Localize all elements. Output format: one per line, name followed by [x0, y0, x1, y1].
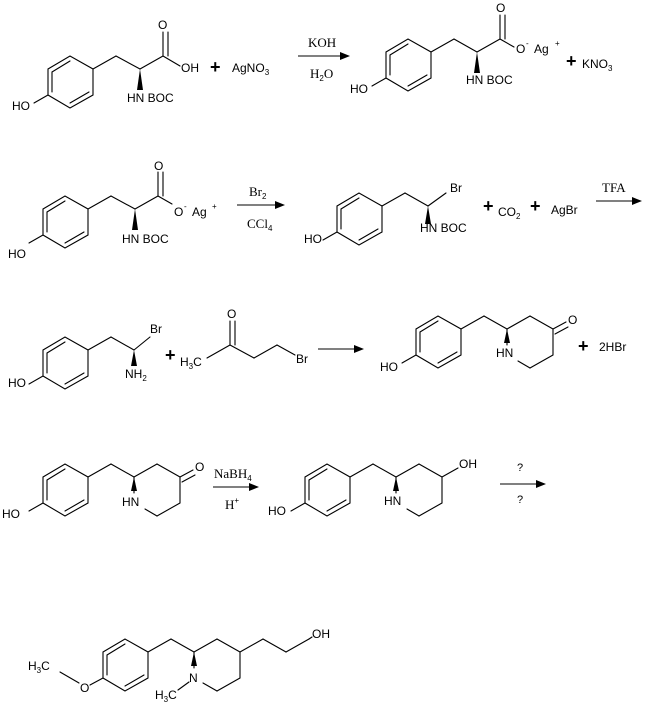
label-hn-boc: HN BOC [127, 91, 174, 105]
svg-text:-: - [184, 202, 187, 211]
arrow-unknown: ? ? [500, 462, 546, 506]
piperidinol-product: HO HN OH [268, 457, 477, 518]
svg-text:Br: Br [450, 181, 462, 195]
svg-text:CCl4: CCl4 [247, 216, 273, 233]
svg-text:+: + [165, 345, 176, 365]
svg-text:Br: Br [296, 352, 308, 366]
boc-bromo-amine: HO Br HN BOC [304, 181, 467, 246]
svg-text:HO: HO [8, 247, 26, 261]
product-kno3: KNO3 [582, 57, 613, 73]
boc-tyrosine: HO O OH HN BOC [12, 18, 199, 113]
svg-text:HN: HN [496, 346, 513, 360]
svg-text:+: + [578, 336, 589, 356]
svg-text:HN BOC: HN BOC [122, 232, 169, 246]
svg-text:H+: H+ [225, 496, 239, 512]
svg-text:NaBH4: NaBH4 [214, 466, 252, 483]
svg-text:OH: OH [459, 457, 477, 471]
svg-text:H3C: H3C [180, 355, 202, 371]
svg-text:O: O [80, 681, 89, 695]
reagent-h2o: H2O [310, 66, 333, 83]
svg-text:HO: HO [8, 376, 26, 390]
target-molecule: O H3C N H3C OH [28, 627, 330, 704]
reagent-koh: KOH [308, 35, 336, 50]
svg-text:NH2: NH2 [125, 367, 147, 383]
svg-text:O: O [568, 313, 577, 327]
arrow-2: Br2 CCl4 [237, 184, 285, 233]
byproduct-co2: CO2 [498, 205, 521, 221]
svg-text:O: O [227, 307, 236, 321]
svg-text:O: O [174, 205, 183, 219]
byproduct-agbr: AgBr [551, 203, 578, 217]
svg-text:HO: HO [2, 507, 20, 521]
svg-text:HN: HN [384, 494, 401, 508]
svg-text:+: + [555, 39, 560, 48]
svg-text:O: O [195, 460, 204, 474]
svg-text:HN BOC: HN BOC [466, 73, 513, 87]
svg-text:H3C: H3C [155, 688, 177, 704]
arrow-1: KOH H2O [298, 35, 350, 83]
reactant-agno3: AgNO3 [232, 61, 270, 77]
label-ho: HO [12, 99, 30, 113]
boc-tyrosine-silver-salt: HO O O - Ag + HN BOC [350, 1, 560, 96]
svg-text:+: + [483, 196, 494, 216]
label-oh: OH [181, 61, 199, 75]
svg-text:HN: HN [122, 495, 139, 509]
svg-text:Br: Br [150, 322, 162, 336]
arrow-tfa: TFA [596, 180, 642, 205]
piperidinone-product: HO HN O [380, 313, 577, 374]
arrow-4: NaBH4 H+ [213, 466, 259, 512]
arrow-3 [318, 345, 364, 353]
svg-text:O: O [516, 42, 525, 56]
svg-text:HN BOC: HN BOC [420, 221, 467, 235]
svg-text:+: + [212, 202, 217, 211]
svg-text:HO: HO [268, 504, 286, 518]
boc-tyrosine-silver-salt-2: HO O O - Ag + HN BOC [8, 159, 217, 261]
svg-text:HO: HO [304, 232, 322, 246]
bromo-amine: HO Br NH2 [8, 322, 162, 390]
svg-text:Ag: Ag [192, 205, 207, 219]
plus-1: + [210, 57, 221, 77]
unknown-reagent-above: ? [517, 462, 523, 474]
svg-text:+: + [566, 51, 577, 71]
reagent-tfa: TFA [602, 180, 626, 195]
svg-text:+: + [530, 196, 541, 216]
svg-text:HO: HO [350, 82, 368, 96]
byproduct-2hbr: 2HBr [599, 340, 626, 354]
piperidinone-start: HO HN O [2, 460, 204, 521]
svg-text:-: - [526, 39, 529, 48]
svg-text:O: O [496, 1, 505, 15]
svg-text:N: N [189, 671, 198, 685]
svg-text:O: O [154, 159, 163, 173]
svg-text:H3C: H3C [28, 659, 50, 675]
label-o: O [158, 18, 167, 32]
bromobutanone: H3C O Br [180, 307, 308, 371]
unknown-reagent-below: ? [517, 494, 523, 506]
svg-text:Ag: Ag [534, 42, 549, 56]
svg-text:OH: OH [312, 627, 330, 641]
svg-text:HO: HO [380, 360, 398, 374]
svg-text:Br2: Br2 [249, 184, 267, 201]
